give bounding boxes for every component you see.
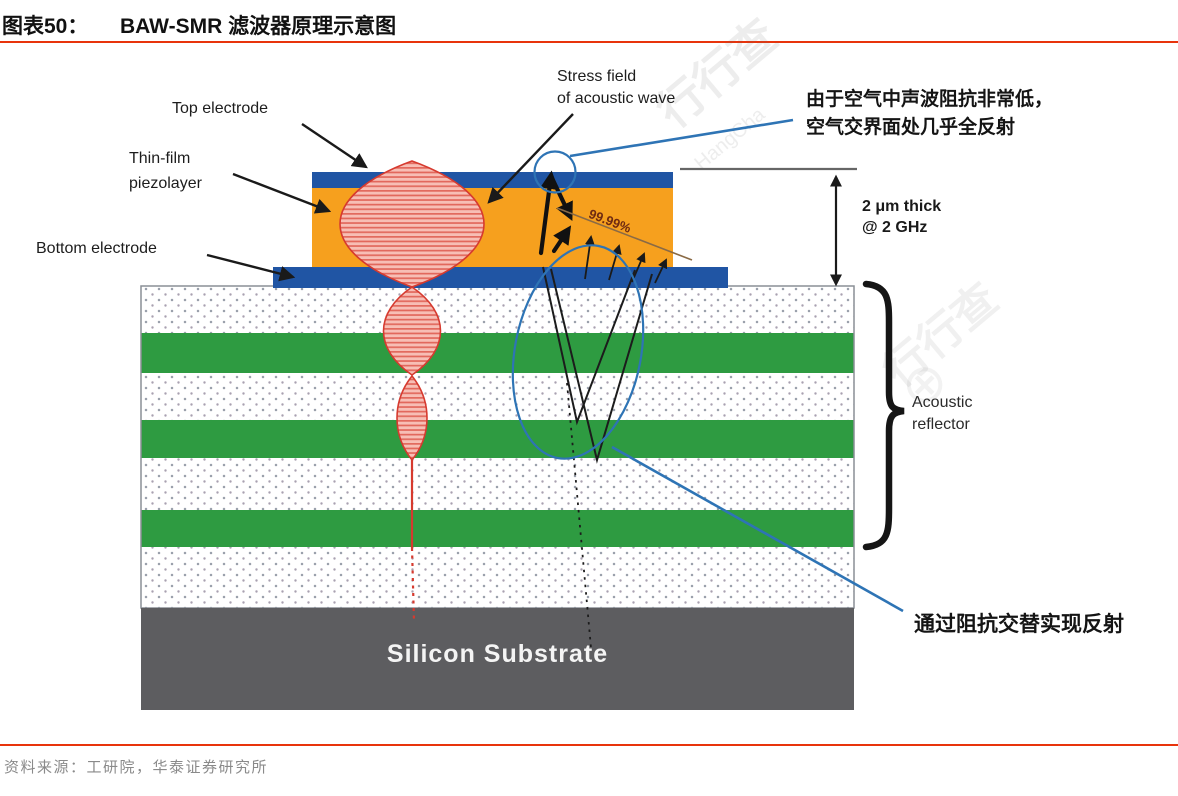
silicon-substrate bbox=[141, 608, 854, 710]
acoustic-reflector-brace bbox=[862, 280, 905, 551]
stress-field-arrow bbox=[487, 113, 574, 204]
blue-annotations bbox=[511, 118, 904, 613]
impedance-note-leader-line bbox=[611, 445, 904, 613]
reflection-percent-line bbox=[556, 207, 693, 261]
air-reflection-note-line1: 由于空气中声波阻抗非常低， bbox=[806, 89, 1054, 110]
bounce-arrow-up bbox=[538, 170, 559, 256]
top-electrode-label: Top electrode bbox=[172, 100, 269, 117]
thin-film-label-line1: Thin-film bbox=[129, 150, 191, 167]
impedance-reflection-note: 通过阻抗交替实现反射 bbox=[914, 613, 1124, 636]
thickness-label-line1: 2 μm thick bbox=[862, 198, 942, 215]
fan-arrow bbox=[608, 244, 622, 281]
stress-field-label-line1: Stress field bbox=[557, 68, 637, 85]
label-arrows bbox=[206, 113, 574, 282]
bottom-electrode-label: Bottom electrode bbox=[36, 240, 157, 257]
acoustic-reflector-label-line2: reflector bbox=[912, 416, 970, 433]
reflector-highlight-ellipse bbox=[511, 244, 645, 460]
acoustic-reflector-label-line1: Acoustic bbox=[912, 394, 973, 411]
air-note-leader-line bbox=[569, 118, 794, 158]
bounce-arrow-down bbox=[549, 175, 573, 222]
acoustic-reflector-label: Acoustic reflector bbox=[912, 392, 972, 436]
thickness-dimension bbox=[680, 167, 857, 287]
thin-film-arrow bbox=[232, 172, 332, 214]
title-divider-line bbox=[0, 41, 1178, 43]
air-interface-highlight-circle bbox=[533, 150, 577, 194]
source-note: 资料来源：工研院，华泰证券研究所 bbox=[4, 758, 269, 776]
acoustic-wave-stress-field bbox=[339, 160, 485, 623]
thin-film-piezolayer-label: Thin-film piezolayer bbox=[129, 146, 202, 196]
figure-number-label: 图表50： bbox=[2, 15, 89, 38]
bottom-electrode-arrow bbox=[206, 253, 296, 282]
air-reflection-note: 由于空气中声波阻抗非常低， 空气交界面处几乎全反射 bbox=[806, 86, 1053, 142]
thin-film-label-line2: piezolayer bbox=[129, 175, 202, 192]
stress-field-label-line2: of acoustic wave bbox=[557, 90, 676, 107]
wave-node-line-dashed bbox=[410, 547, 416, 623]
acoustic-reflector-stack bbox=[140, 285, 855, 609]
fan-arrow bbox=[584, 235, 595, 280]
top-electrode-arrow bbox=[301, 123, 368, 169]
thickness-label: 2 μm thick @ 2 GHz bbox=[862, 196, 941, 238]
green-reflector-layer-3 bbox=[141, 510, 854, 547]
bottom-electrode-bar bbox=[273, 267, 728, 288]
wave-bounce-zigzag bbox=[538, 170, 573, 256]
fan-arrow bbox=[654, 258, 668, 284]
green-reflector-layer-2 bbox=[141, 420, 854, 458]
silicon-substrate-label: Silicon Substrate bbox=[386, 640, 609, 668]
footer-divider-line bbox=[0, 744, 1178, 746]
reflection-ray-1 bbox=[542, 266, 636, 426]
bounce-arrow-up-2 bbox=[551, 225, 572, 254]
stack-reflection-rays bbox=[542, 266, 653, 649]
stress-field-label: Stress field of acoustic wave bbox=[557, 66, 675, 110]
air-reflection-note-line2: 空气交界面处几乎全反射 bbox=[806, 117, 1016, 138]
figure-title: BAW-SMR 滤波器原理示意图 bbox=[120, 15, 397, 38]
green-reflector-layer-1 bbox=[141, 333, 854, 373]
reflection-ray-2 bbox=[550, 268, 653, 464]
thickness-label-line2: @ 2 GHz bbox=[862, 219, 928, 236]
